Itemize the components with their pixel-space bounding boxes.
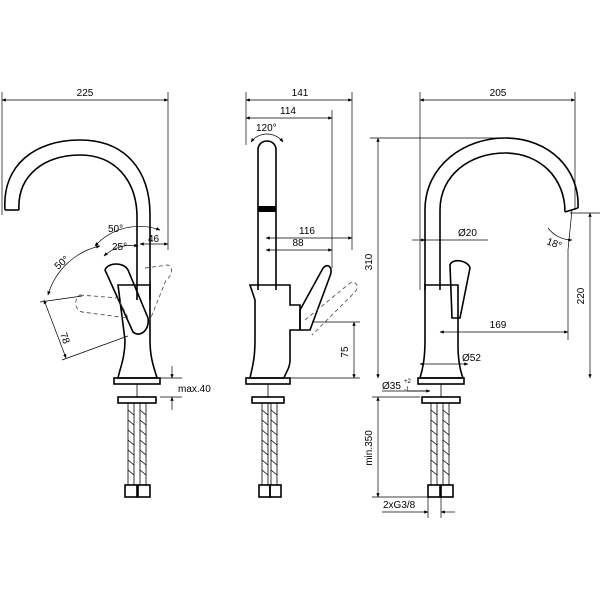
right-nut-2 [440,484,454,498]
dim-line-78 [43,299,67,359]
mid-nut-2 [269,484,282,498]
left-nut-2 [137,484,151,498]
arc-50-side [47,245,101,296]
dim-label-thread: 2xG3/8 [383,500,416,511]
dim-label-169: 169 [490,320,507,331]
left-spout-inner [18,154,138,300]
left-lever-ghost-front [75,294,129,319]
dim-label-220: 220 [576,287,587,304]
angle-label-120: 120° [256,123,277,134]
dim-label-75: 75 [340,346,351,358]
right-spout-tip [564,207,579,213]
dim-label-46: 46 [148,234,160,245]
dim-label-310: 310 [364,253,375,270]
left-hose-braid [127,409,147,476]
dim-label-min350: min.350 [364,430,375,466]
angle-label-50-top: 50° [108,224,123,235]
dim-label-max40: max.40 [178,384,211,395]
right-base-ring [417,377,465,385]
mid-nut-1 [258,484,271,498]
dim-label-78: 78 [57,331,71,346]
mid-body [248,284,301,379]
dim-label-205: 205 [490,88,507,99]
left-mount-plate [117,396,157,404]
dim-label-141: 141 [292,88,309,99]
left-lever-ghost-back [144,264,173,321]
right-mount-plate [421,396,461,404]
right-spout-outer [424,137,579,290]
middle-view: 141 114 120° 116 88 75 [245,88,360,498]
left-view: 225 50° 25° 46 50° 78 max.40 [1,88,211,498]
angle-label-25: 25° [112,242,127,253]
dim-label-d52: Ø52 [462,353,481,364]
dim-label-d20: Ø20 [458,228,477,239]
left-base-ring [113,377,161,385]
left-lever [104,263,150,335]
arc-50-top [94,226,161,247]
mid-spout [257,140,277,290]
right-view: 205 310 Ø20 18° 220 169 Ø52 Ø35 +2 -1 mi [364,88,600,518]
mid-mount-plate [251,396,285,404]
mid-aerator-band [258,206,276,212]
angle-label-18: 18° [545,236,563,252]
mid-lever-ghost [304,281,358,336]
angle-label-50-side: 50° [53,254,72,272]
mid-base-ring [245,377,291,385]
arc-18 [547,227,573,242]
dim-label-116: 116 [299,226,315,237]
dim-label-d35: Ø35 [382,381,401,392]
dim-label-114: 114 [280,106,296,117]
arc-120 [250,133,284,143]
dim-label-225: 225 [77,88,94,99]
tol-plus: +2 [404,379,412,385]
mid-lever [299,264,332,331]
arc-25 [103,243,139,257]
left-nut-1 [124,484,138,498]
right-nut-1 [427,484,441,498]
right-spout-inner [439,152,566,290]
tol-minus: -1 [404,387,410,393]
dim-label-88: 88 [292,238,304,249]
left-spout-outer [4,139,151,300]
right-lever [449,259,471,319]
